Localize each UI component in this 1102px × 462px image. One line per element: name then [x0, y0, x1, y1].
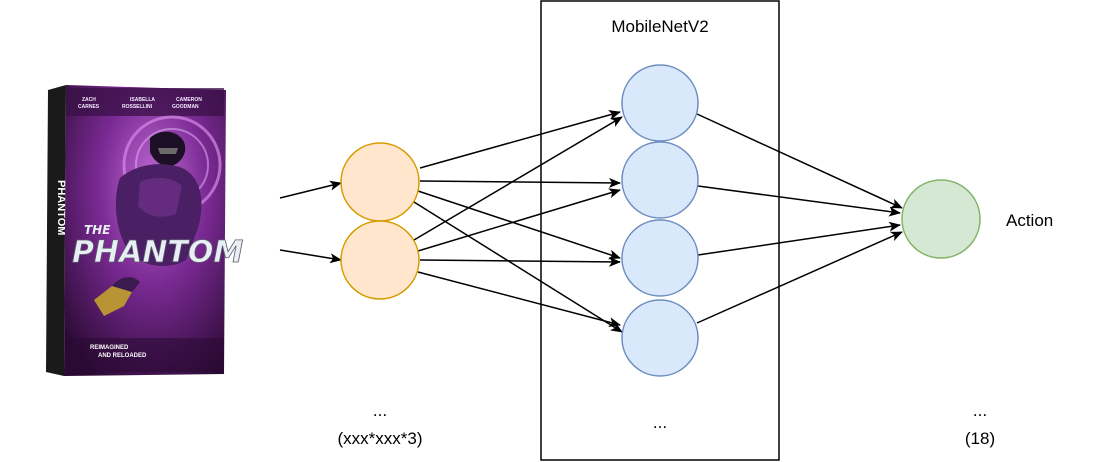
input-node-2 [340, 220, 420, 300]
mobilenet-container [540, 0, 780, 461]
poster-title-main: PHANTOM [72, 235, 243, 270]
input-node-1 [340, 142, 420, 222]
model-name-label: MobileNetV2 [611, 17, 708, 36]
poster-cast-1b: CARNES [78, 104, 100, 110]
hidden-node-4 [621, 299, 699, 377]
poster-cast-3b: GOODMAN [172, 104, 199, 110]
hidden-node-3 [621, 219, 699, 297]
hidden-output-connections [696, 113, 903, 324]
poster-tagline-2: AND RELOADED [98, 353, 147, 359]
hidden-node-2 [621, 141, 699, 219]
output-label: Action [1006, 211, 1053, 230]
input-arrow-1 [279, 180, 342, 199]
movie-poster-image: PHANTOM ZACH CARNES ISABELLA ROSSELLINI … [46, 85, 244, 376]
output-shape-label: (18) [965, 429, 995, 448]
hidden-dots: ... [653, 413, 667, 432]
poster-cast-2a: ISABELLA [130, 97, 155, 103]
output-node [901, 179, 981, 259]
input-arrow-2 [279, 249, 342, 264]
input-hidden-connections [413, 110, 623, 333]
poster-cast-3a: CAMERON [176, 97, 202, 103]
input-shape-label: (xxx*xxx*3) [337, 429, 422, 448]
poster-spine-text: PHANTOM [55, 180, 67, 235]
poster-cast-1a: ZACH [82, 97, 96, 103]
output-dots: ... [973, 401, 987, 420]
input-dots: ... [373, 401, 387, 420]
hidden-node-1 [621, 64, 699, 142]
poster-title-small: THE [84, 223, 111, 237]
poster-cast-2b: ROSSELLINI [122, 104, 153, 110]
hero-figure [94, 131, 202, 316]
poster-tagline-1: REIMAGINED [90, 345, 129, 351]
